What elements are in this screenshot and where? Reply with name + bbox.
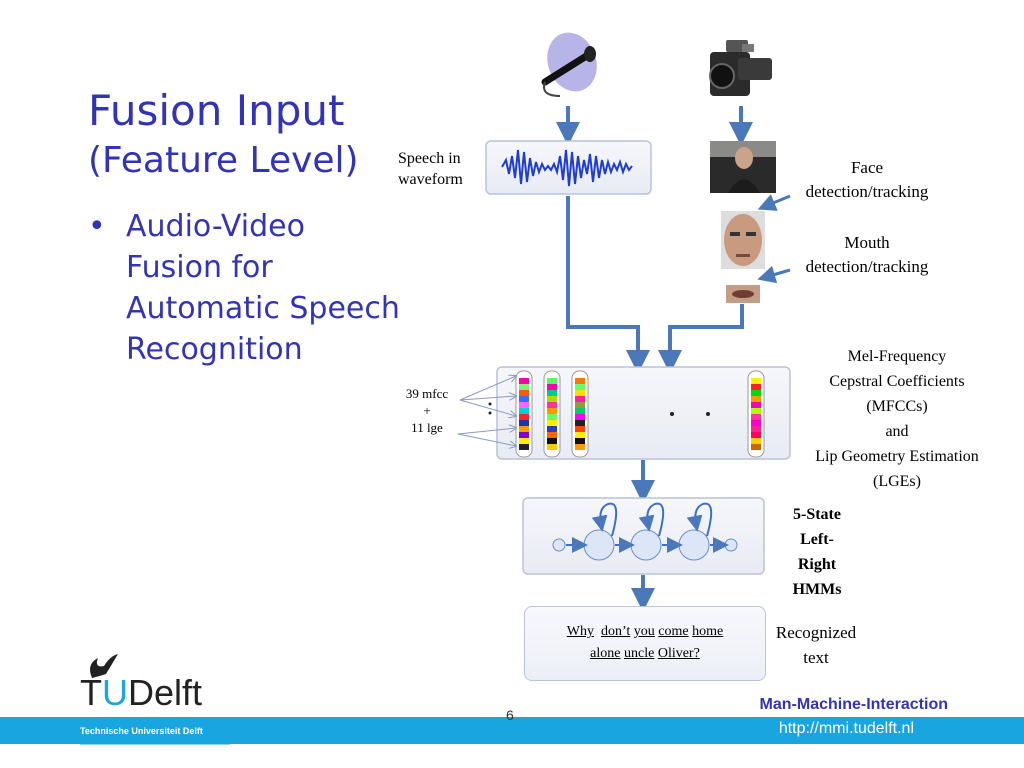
label-line: detection/tracking [805, 182, 929, 201]
label-line: (LGEs) [873, 473, 921, 490]
label-line: 39 mfcc [405, 386, 449, 401]
label-line: Recognized [775, 623, 857, 642]
feature-vector-strip [515, 370, 533, 458]
slide-subtitle: (Feature Level) [88, 140, 359, 181]
label-line: Right [797, 556, 837, 573]
label-line: Left- [800, 531, 834, 548]
label-line: waveform [398, 171, 463, 188]
label-line: + [423, 403, 431, 418]
recognized-word: you [633, 624, 655, 639]
feature-pointer-arrows [457, 376, 516, 446]
label-line: Face [850, 158, 884, 177]
hmm-label: 5-State Left- Right HMMs [776, 502, 858, 602]
label-line: Mouth [844, 233, 890, 252]
face-image [710, 141, 776, 193]
bullet-line: Fusion for [126, 250, 273, 285]
university-name: Technische Universiteit Delft [80, 726, 203, 736]
feature-vector-box [496, 366, 791, 460]
label-line: 5-State [793, 506, 841, 523]
logo-letter-t: T [80, 672, 102, 713]
logo-letter-u: U [102, 672, 128, 713]
tudelft-flame-icon [90, 654, 118, 678]
page-number: 6 [506, 707, 514, 723]
tudelft-logo: TUDelft [80, 672, 202, 714]
recognized-text-label: Recognized text [764, 620, 868, 670]
speech-waveform-icon [501, 149, 633, 187]
group-name: Man-Machine-Interaction [759, 696, 948, 713]
ellipsis-dot [488, 402, 492, 406]
video-camera-icon [709, 40, 772, 96]
label-line: Speech in [398, 150, 461, 167]
recognized-word: come [658, 624, 689, 639]
ellipsis-dot [488, 411, 492, 415]
label-line: HMMs [792, 581, 842, 598]
mouth-image [726, 285, 760, 303]
mouth-detection-label: Mouth detection/tracking [784, 231, 950, 279]
recognized-word: Why [566, 624, 594, 639]
mfcc-lge-label: Mel-Frequency Cepstral Coefficients (MFC… [790, 344, 1004, 494]
ellipsis-dot [706, 412, 710, 416]
recognized-text-box: Why don’t you come home alone uncle Oliv… [524, 606, 766, 681]
group-url-link[interactable]: http://mmi.tudelft.nl [778, 720, 914, 737]
zoomed-face-image [721, 211, 765, 269]
ellipsis-dot [670, 412, 674, 416]
microphone-icon [541, 32, 597, 97]
feature-vector-strip [571, 370, 589, 458]
bullet-line: Audio-Video [126, 209, 305, 244]
label-line: text [803, 648, 829, 667]
recognized-word: alone [590, 646, 621, 661]
recognized-word: Oliver? [657, 646, 700, 661]
recognized-word: home [692, 624, 724, 639]
bullet-dot-icon: • [88, 209, 106, 244]
hmm-state-graph [552, 502, 738, 561]
feature-vector-strip [543, 370, 561, 458]
label-line: detection/tracking [805, 257, 929, 276]
bullet-line: Recognition [126, 332, 303, 367]
speech-waveform-label: Speech in waveform [398, 148, 463, 190]
label-line: 11 lge [411, 420, 443, 435]
bullet-line: Automatic Speech [126, 291, 400, 326]
recognized-word: don’t [600, 624, 631, 639]
label-line: Mel-Frequency [847, 348, 947, 365]
logo-word-delft: Delft [128, 672, 203, 713]
label-line: Cepstral Coefficients [829, 373, 965, 390]
recognized-word: uncle [624, 646, 655, 661]
slide-title: Fusion Input [88, 86, 345, 135]
label-line: Lip Geometry Estimation [815, 448, 979, 465]
footer-bar: Technische Universiteit Delft http://mmi… [0, 717, 1024, 744]
recognized-sentence: Why don’t you come home alone uncle Oliv… [525, 621, 765, 665]
label-line: (MFCCs) [866, 398, 928, 415]
face-detection-label: Face detection/tracking [784, 156, 950, 204]
feature-count-label: 39 mfcc + 11 lge [396, 385, 458, 436]
label-line: and [885, 423, 909, 440]
feature-vector-strip [747, 370, 765, 458]
